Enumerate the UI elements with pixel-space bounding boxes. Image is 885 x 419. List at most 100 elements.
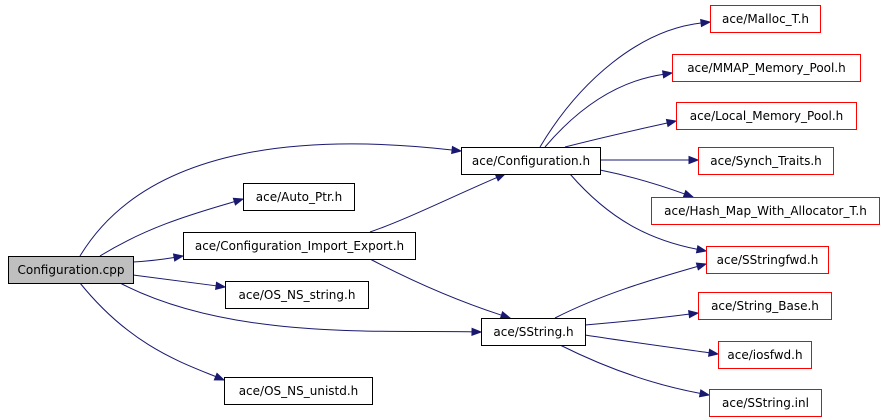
edge-configuration_h-to-mmap_memory_pool_h [544, 70, 674, 148]
node-config-import-export-h[interactable]: ace/Configuration_Import_Export.h [183, 232, 416, 260]
edge-line [544, 73, 664, 148]
arrowhead-icon [698, 389, 711, 398]
node-malloc-t-h[interactable]: ace/Malloc_T.h [710, 5, 821, 33]
arrowhead-icon [499, 311, 512, 320]
node-sstring-h[interactable]: ace/SString.h [481, 318, 586, 346]
edge-line [79, 282, 216, 378]
edge-configuration_cpp-to-sstring_h [119, 282, 483, 337]
node-sstring-inl[interactable]: ace/SString.inl [709, 389, 822, 417]
edge-line [369, 258, 502, 316]
edge-configuration_cpp-to-os_ns_string_h [132, 274, 227, 290]
edge-configuration_cpp-to-os_ns_unistd_h [79, 282, 226, 381]
node-box [225, 281, 369, 309]
nodes-layer: Configuration.cpp ace/Configuration.h ace/… [8, 5, 880, 417]
edge-line [369, 177, 497, 233]
edge-line [584, 334, 710, 354]
edge-configuration_cpp-to-configuration_h [79, 143, 463, 257]
node-box [243, 183, 355, 211]
node-label: ace/Auto_Ptr.h [256, 190, 342, 204]
node-label: ace/String_Base.h [711, 299, 819, 313]
edge-sstring_h-to-sstringfwd_h [554, 262, 708, 319]
arrowhead-icon [494, 173, 507, 182]
node-local-memory-pool-h[interactable]: ace/Local_Memory_Pool.h [676, 102, 857, 130]
node-box [183, 232, 416, 260]
node-box [698, 292, 832, 320]
node-synch-traits-h[interactable]: ace/Synch_Traits.h [698, 147, 834, 175]
arrowhead-icon [451, 145, 463, 155]
node-label: ace/Configuration.h [472, 154, 590, 168]
arrowhead-icon [665, 118, 678, 128]
arrowhead-icon [688, 310, 700, 319]
edge-sstring_h-to-iosfwd_h [584, 334, 720, 357]
edge-configuration_h-to-synch_traits_h [599, 155, 700, 165]
edge-line [554, 265, 698, 319]
node-hash-map-with-allocator-t-h[interactable]: ace/Hash_Map_With_Allocator_T.h [651, 197, 880, 225]
node-label: ace/SStringfwd.h [717, 253, 819, 267]
edge-line [539, 22, 702, 148]
node-box [710, 5, 821, 33]
node-box [718, 341, 812, 369]
arrowhead-icon [215, 281, 227, 290]
node-auto-ptr-h[interactable]: ace/Auto_Ptr.h [243, 183, 355, 211]
edge-line [79, 143, 453, 257]
edge-config_import_export_h-to-sstring_h [369, 258, 512, 320]
edge-line [99, 201, 235, 257]
node-label: ace/Configuration_Import_Export.h [195, 239, 404, 253]
edge-line [599, 169, 685, 195]
node-label: ace/OS_NS_unistd.h [239, 384, 359, 398]
node-configuration-cpp: Configuration.cpp [8, 256, 134, 284]
node-label: ace/SString.inl [722, 396, 809, 410]
node-box [481, 318, 586, 346]
node-label: ace/Malloc_T.h [722, 12, 809, 26]
node-box [709, 389, 822, 417]
arrowhead-icon [471, 327, 483, 337]
arrowhead-icon [661, 70, 674, 79]
arrowhead-icon [695, 245, 708, 254]
node-box [672, 54, 861, 82]
edge-config_import_export_h-to-configuration_h [369, 173, 507, 233]
edge-line [119, 282, 473, 333]
edge-sstring_h-to-sstring_inl [559, 344, 711, 398]
node-iosfwd-h[interactable]: ace/iosfwd.h [718, 341, 812, 369]
edge-configuration_h-to-sstringfwd_h [569, 173, 708, 254]
node-label: ace/Hash_Map_With_Allocator_T.h [664, 204, 867, 218]
arrowhead-icon [213, 372, 226, 381]
edge-line [569, 173, 698, 250]
node-box [8, 256, 134, 284]
edge-line [564, 122, 668, 148]
edge-line [132, 274, 217, 287]
node-configuration-h[interactable]: ace/Configuration.h [461, 147, 601, 175]
node-string-base-h[interactable]: ace/String_Base.h [698, 292, 832, 320]
edge-configuration_cpp-to-config_import_export_h [132, 253, 185, 263]
edge-configuration_h-to-hash_map_with_allocator_t_h [599, 169, 695, 198]
edge-sstring_h-to-string_base_h [584, 310, 700, 326]
node-label: ace/SString.h [493, 325, 573, 339]
arrowhead-icon [688, 155, 700, 165]
node-label: ace/MMAP_Memory_Pool.h [687, 61, 846, 75]
node-box [461, 147, 601, 175]
arrowhead-icon [172, 253, 185, 262]
node-label: ace/Synch_Traits.h [710, 154, 821, 168]
edge-line [559, 344, 701, 394]
node-box [676, 102, 857, 130]
node-label: Configuration.cpp [17, 263, 124, 277]
edge-configuration_h-to-local_memory_pool_h [564, 118, 678, 148]
edge-configuration_h-to-malloc_t_h [539, 18, 712, 148]
edges-layer [79, 18, 720, 398]
node-box [698, 147, 834, 175]
node-box [651, 197, 880, 225]
edge-configuration_cpp-to-auto_ptr_h [99, 197, 245, 257]
arrowhead-icon [232, 197, 245, 206]
node-sstringfwd-h[interactable]: ace/SStringfwd.h [706, 246, 829, 274]
node-os-ns-string-h[interactable]: ace/OS_NS_string.h [225, 281, 369, 309]
node-label: ace/OS_NS_string.h [239, 288, 356, 302]
edge-line [132, 256, 175, 263]
edge-line [584, 313, 690, 326]
arrowhead-icon [682, 189, 695, 198]
node-mmap-memory-pool-h[interactable]: ace/MMAP_Memory_Pool.h [672, 54, 861, 82]
node-os-ns-unistd-h[interactable]: ace/OS_NS_unistd.h [224, 377, 373, 405]
node-box [706, 246, 829, 274]
node-label: ace/iosfwd.h [727, 348, 802, 362]
arrowhead-icon [700, 18, 712, 28]
